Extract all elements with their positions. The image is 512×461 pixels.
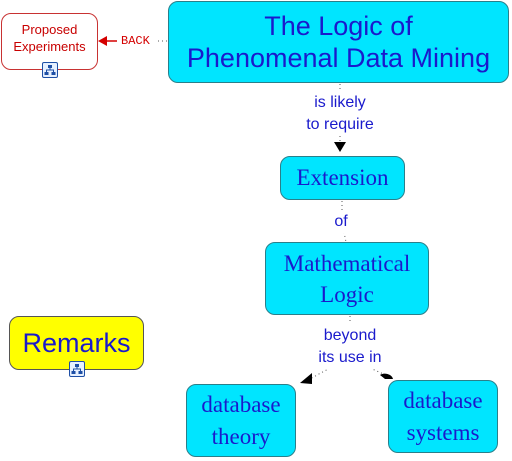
link-label-of: of — [326, 211, 356, 233]
node-database-systems[interactable]: database systems — [388, 380, 498, 453]
back-text: BACK — [121, 34, 150, 48]
math-logic-line-1: Mathematical — [283, 250, 411, 276]
concept-map-icon[interactable] — [69, 361, 85, 377]
link-label-likely: is likely to require — [290, 92, 390, 136]
db-theory-line-1: database — [201, 391, 281, 417]
extension-label: Extension — [296, 165, 389, 190]
concept-map-icon[interactable] — [42, 62, 58, 78]
connector-of-mathlogic — [343, 231, 347, 243]
db-systems-line-1: database — [403, 387, 483, 413]
back-link-label[interactable]: BACK — [121, 33, 150, 49]
link-likely-line-1: is likely — [314, 94, 366, 111]
math-logic-line-2: Logic — [320, 281, 374, 307]
proposed-line-1: Proposed — [21, 21, 78, 37]
title-line-1: The Logic of — [264, 11, 413, 41]
title-line-2: Phenomenal Data Mining — [186, 43, 491, 73]
link-beyond-line-2: its use in — [318, 349, 382, 366]
concept-map-glyph — [71, 364, 83, 374]
node-remarks[interactable]: Remarks — [9, 316, 144, 370]
arrowhead-proposed — [98, 36, 107, 46]
db-theory-line-2: theory — [211, 423, 271, 449]
arrowhead-db-theory — [300, 373, 312, 384]
db-systems-line-2: systems — [406, 419, 480, 445]
link-label-beyond: beyond its use in — [295, 325, 405, 369]
node-title[interactable]: The Logic of Phenomenal Data Mining — [168, 1, 509, 83]
remarks-label: Remarks — [22, 327, 131, 358]
link-of-text: of — [334, 213, 348, 230]
proposed-line-2: Experiments — [13, 38, 86, 54]
link-beyond-line-1: beyond — [323, 327, 377, 344]
arrowhead-extension — [334, 142, 346, 152]
node-database-theory[interactable]: database theory — [186, 384, 296, 457]
node-mathematical-logic[interactable]: Mathematical Logic — [265, 242, 429, 315]
concept-map-glyph — [44, 65, 56, 75]
arrowhead-db-systems — [380, 373, 393, 379]
node-extension[interactable]: Extension — [280, 156, 405, 200]
link-likely-line-2: to require — [306, 116, 374, 133]
